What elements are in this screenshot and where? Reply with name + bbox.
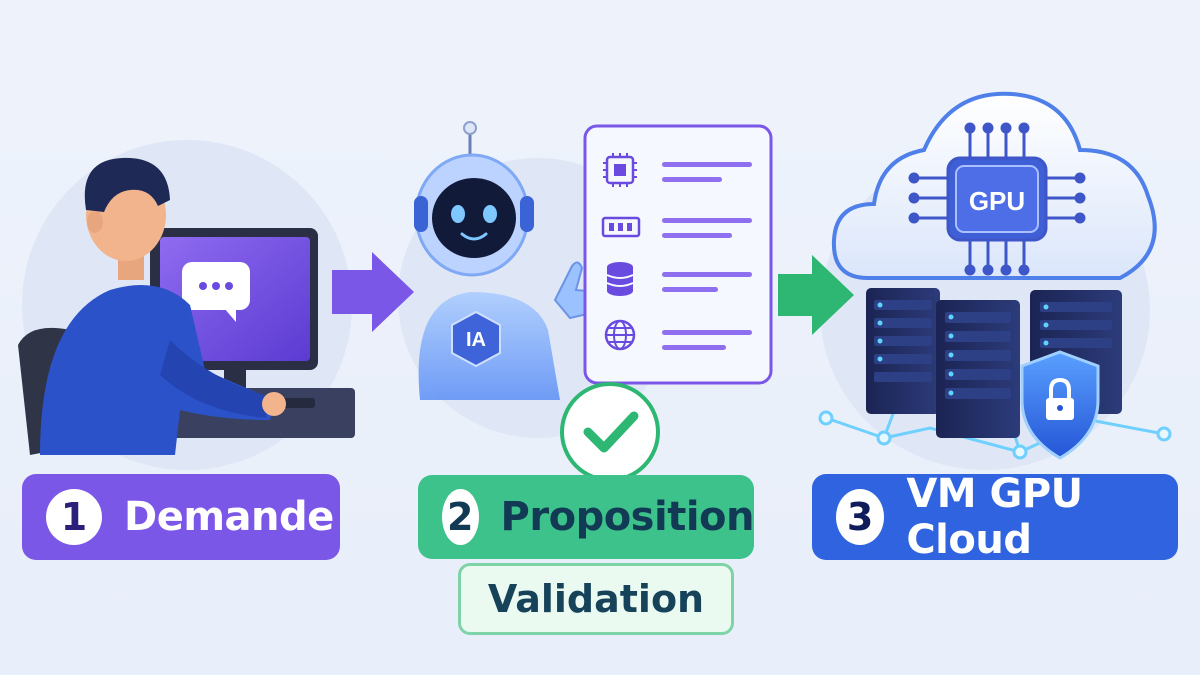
person-ear <box>87 211 103 233</box>
robot-headphone-right <box>520 196 534 232</box>
robot-antenna <box>463 121 477 135</box>
step-2-validation-label: Validation <box>458 563 734 635</box>
step-1-label: 1 Demande <box>22 474 340 560</box>
check-icon <box>560 382 660 494</box>
database-icon <box>606 262 634 296</box>
gpu-chip-label: GPU <box>969 186 1025 216</box>
step-1-number: 1 <box>46 489 102 545</box>
server-rack-left <box>866 288 940 414</box>
robot-face <box>432 178 516 258</box>
cpu-icon <box>603 153 637 187</box>
step-3-title: VM GPU Cloud <box>906 471 1083 563</box>
person-hand <box>262 392 286 416</box>
person-hair <box>84 157 170 212</box>
step-3-number: 3 <box>836 489 885 545</box>
robot-badge-text: IA <box>466 329 486 351</box>
arrow-2-to-3 <box>778 255 854 335</box>
person-body <box>40 285 275 455</box>
cloud-gpu-illustration <box>831 91 1157 280</box>
person-at-computer-illustration <box>18 157 355 455</box>
shield-lock-icon <box>1020 350 1100 460</box>
step-2-number: 2 <box>442 489 479 545</box>
ai-robot-illustration <box>414 121 603 400</box>
globe-icon <box>604 319 636 351</box>
step-1-title: Demande <box>124 494 334 540</box>
robot-badge <box>451 310 501 368</box>
person-arm <box>160 340 268 418</box>
chat-bubble-icon <box>182 262 250 322</box>
gpu-chip <box>908 122 1086 276</box>
step-3-label: 3 VM GPU Cloud <box>812 471 1178 563</box>
arrow-1-to-2 <box>332 252 414 332</box>
robot-headphone-left <box>414 196 428 232</box>
step-2-label: 2 Proposition <box>418 475 755 559</box>
step-2-title: Proposition <box>500 494 755 540</box>
server-rack-center <box>936 300 1020 438</box>
ram-icon <box>601 216 641 238</box>
spec-sheet <box>583 124 773 385</box>
